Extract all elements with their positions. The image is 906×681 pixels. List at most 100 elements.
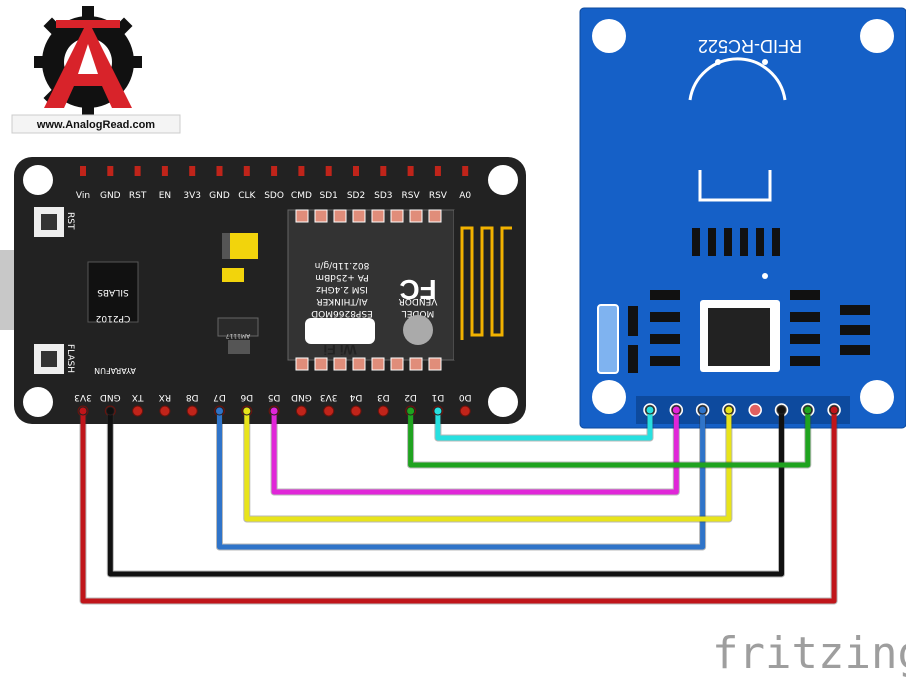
top-pin[interactable] [353,166,359,176]
top-pin-label: SD3 [374,191,392,201]
esp-pad [352,209,366,223]
top-pin-label: CMD [291,191,312,201]
rfid-rc522-board: RFID-RC522 [579,7,906,429]
rfid-title: RFID-RC522 [698,36,802,56]
wire-d8-to-sda [217,410,706,550]
esp-pad [314,357,328,371]
top-pin[interactable] [271,166,278,176]
wire-shadow [216,410,707,551]
top-pin[interactable] [107,166,114,176]
esp-pad [409,209,423,223]
wire-end [215,406,224,416]
pcb-antenna [460,226,512,340]
bottom-pin-label: D1 [432,392,445,402]
esp-pad [390,209,404,223]
wire-end [78,406,88,416]
esp-pad [428,209,442,223]
esp-text-line: ISM 2.4GHz [316,284,368,294]
esp-text-line: PA +25dBm [315,272,369,282]
rfid-pin[interactable] [748,403,762,417]
wire-d2-to-rst [408,410,811,468]
top-pin[interactable] [325,166,332,176]
wire-end [698,405,708,415]
flash-label: FLASH [65,344,75,373]
bottom-pin[interactable] [186,405,198,417]
esp-pad [314,209,328,223]
bottom-pin-label: D0 [459,392,472,402]
wire-end [105,406,115,416]
wire-end [242,406,252,416]
top-pin[interactable] [80,166,86,176]
top-pin-label: GND [209,191,230,201]
top-pin-label: RSV [402,191,421,201]
esp-text-line: VENDOR [399,296,438,306]
esp-pad [333,357,347,371]
top-pin[interactable] [161,166,168,176]
wires [78,405,839,605]
esp-text-line: MODEL [402,308,434,318]
wire-end [269,406,279,416]
wire-end [724,405,734,415]
usb-chip-line-2: CP2102 [96,313,131,323]
bottom-pin[interactable] [350,405,362,417]
esp-pad [333,209,347,223]
top-pin-label: SD2 [347,191,365,201]
top-pin[interactable] [134,166,141,176]
wire-end [777,405,786,415]
top-pin[interactable] [380,166,387,176]
bottom-pin[interactable] [377,405,389,417]
esp-pad [390,357,404,371]
bottom-pin[interactable] [132,405,144,417]
top-pin[interactable] [243,166,250,176]
bottom-pin-label: D8 [186,392,199,402]
wire-end [433,406,443,416]
antenna-arc [688,57,787,101]
wire-gnd-to-gnd [107,410,784,577]
bottom-pin-label: RX [159,392,171,402]
top-pin[interactable] [407,166,414,176]
bottom-pin[interactable] [459,405,471,417]
bottom-pin[interactable] [323,405,335,417]
regulator-label: AM1117 [226,332,251,339]
bottom-pin-label: GND [100,392,121,402]
brand-label: AYARAFUN [94,366,136,375]
nodemcu-board: RST FLASH SILABS CP2102 AYARAFUN AM1117 … [0,157,526,424]
wifi-mark: Wi Fi [323,342,356,358]
esp-pad [371,209,385,223]
bottom-pin-label: GND [291,392,312,402]
wire-end [671,405,681,415]
top-pin[interactable] [216,166,223,176]
globe-icon [403,315,433,345]
esp-pad [352,357,366,371]
bottom-pin-label: 3V3 [74,392,92,402]
bottom-pin-label: D4 [349,392,362,402]
top-pin-label: CLK [238,191,256,201]
top-pin-label: GND [100,191,121,201]
top-pin[interactable] [462,166,469,176]
bottom-pin-label: D7 [213,392,226,402]
bottom-pin-label: 3V3 [320,392,338,402]
bottom-pin-label: D3 [377,392,390,402]
top-pin-label: RSV [429,191,448,201]
bottom-pin[interactable] [295,405,307,417]
top-pin[interactable] [434,166,441,176]
logo-site-text: www.AnalogRead.com [36,119,155,131]
bottom-pin[interactable] [159,405,171,417]
top-pin-label: EN [159,191,171,201]
top-pin[interactable] [298,166,305,176]
wire-3v3-to-3.3v [80,410,837,604]
top-pin-label: RST [129,191,147,201]
fritzing-watermark: fritzing [712,628,906,679]
top-pin-label: SD1 [320,191,338,201]
usb-chip-line-1: SILABS [97,287,129,297]
esp-text-line: 802.11b/g/n [315,260,370,270]
esp-text-line: ESP8266MOD [311,308,373,318]
esp-text-line: AI/THINKER [316,296,367,306]
esp-pad [428,357,442,371]
top-pin[interactable] [189,166,196,176]
bottom-pin-label: TX [132,392,145,402]
top-pin-label: Vin [76,191,90,201]
bottom-pin-label: D2 [404,392,417,402]
top-pin-label: 3V3 [183,191,201,201]
